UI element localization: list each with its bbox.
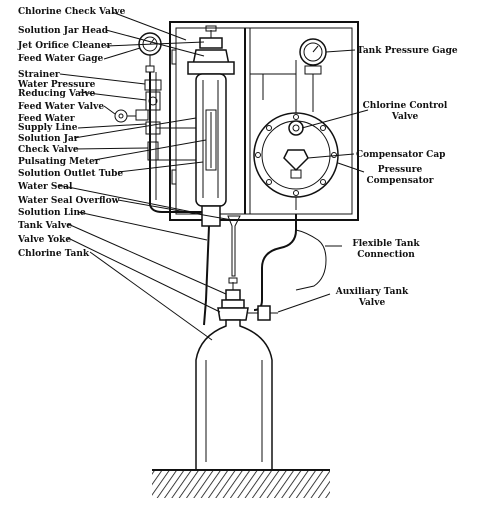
label-check-valve: Check Valve	[18, 145, 79, 155]
label-solution-outlet-tube: Solution Outlet Tube	[18, 169, 123, 179]
valve-yoke	[217, 307, 249, 321]
reducing-valve-body	[145, 91, 161, 111]
label-valve: Valve	[391, 112, 419, 122]
label-valve-yoke: Valve Yoke	[17, 235, 71, 245]
solution-line	[203, 225, 210, 326]
label-solution-jar: Solution Jar	[18, 134, 79, 144]
label-feed-water-valve: Feed Water Valve	[18, 102, 104, 112]
label-chlorine-control: Chlorine Control	[363, 101, 448, 111]
label-connection: Connection	[357, 250, 415, 260]
label-pressure: Pressure	[378, 165, 423, 175]
label-chlorine-check-valve: Chlorine Check Valve	[18, 7, 126, 17]
right-panel-components	[250, 38, 339, 210]
label-solution-line: Solution Line	[18, 208, 86, 218]
water-seal-overflow	[227, 215, 241, 277]
auxiliary-tank-valve	[257, 305, 271, 321]
left-piping	[114, 72, 205, 213]
cabinet	[169, 21, 359, 221]
compensator-bolts	[255, 114, 337, 196]
label-water-seal: Water Seal	[17, 182, 73, 192]
label-feed-water-gage: Feed Water Gage	[18, 54, 104, 64]
leader-lines	[57, 11, 369, 341]
label-compensator: Compensator	[366, 176, 433, 186]
label-auxiliary-valve: Valve	[358, 298, 386, 308]
chlorine-tank	[195, 319, 273, 471]
label-tank-pressure-gage: Tank Pressure Gage	[357, 46, 458, 56]
strainer-body	[144, 79, 162, 91]
label-jet-orifice-cleaner: Jet Orifice Cleaner	[17, 41, 112, 51]
jet-orifice-cleaner	[199, 37, 223, 49]
label-compensator-cap: Compensator Cap	[356, 150, 445, 160]
feed-water-valve-wheel	[114, 109, 128, 123]
label-supply-line: Supply Line	[18, 123, 78, 133]
label-pulsating-meter: Pulsating Meter	[18, 157, 100, 167]
labels-right: Tank Pressure Gage Chlorine Control Valv…	[335, 46, 458, 308]
label-flexible-tank: Flexible Tank	[352, 239, 420, 249]
compensator-cap	[283, 149, 309, 172]
label-water-seal-overflow: Water Seal Overflow	[17, 196, 120, 206]
labels-left: Chlorine Check Valve Solution Jar Head J…	[17, 7, 126, 259]
tank-valve-assembly	[217, 277, 278, 321]
label-tank-valve: Tank Valve	[18, 221, 72, 231]
chlorine-control-valve	[288, 120, 304, 136]
label-auxiliary-tank: Auxiliary Tank	[335, 287, 409, 297]
label-solution-jar-head: Solution Jar Head	[18, 26, 109, 36]
label-reducing-valve: Reducing Valve	[18, 89, 96, 99]
label-water-pressure: Water Pressure	[17, 80, 96, 90]
ground	[152, 469, 330, 498]
feed-water-gage	[138, 32, 162, 73]
label-strainer: Strainer	[18, 70, 60, 80]
solution-jar-assembly	[187, 25, 241, 326]
flexible-tank-connection	[253, 214, 327, 311]
tank-valve	[225, 289, 241, 301]
label-feed-water: Feed Water	[18, 114, 75, 124]
label-chlorine-tank: Chlorine Tank	[18, 249, 90, 259]
